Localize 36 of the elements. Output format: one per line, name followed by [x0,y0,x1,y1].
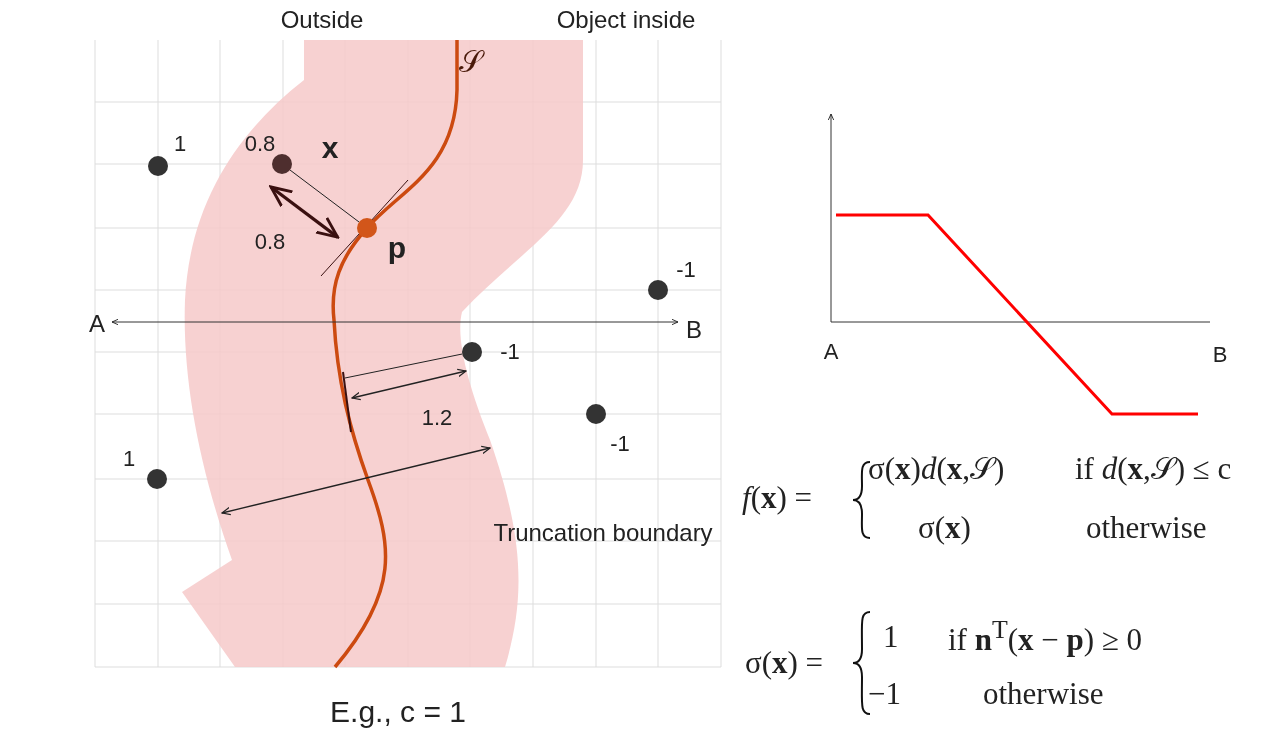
value-label: -1 [610,433,630,455]
value-label: -1 [676,259,696,281]
formula-text: σ(x) = [745,646,824,678]
point-label: p [387,233,407,263]
formula-text: σ(x)d(x,𝒮) [868,452,1005,484]
formula-text: otherwise [1086,511,1207,543]
data-point [148,156,168,176]
formula-text: f(x) = [742,481,812,513]
heading: Object inside [556,8,696,32]
data-point [462,342,482,362]
axis-label: A [89,312,105,336]
formula-text: if n$^{T}$(x − p) ≥ 0 [948,617,1143,655]
data-point [147,469,167,489]
annotation: Truncation boundary [493,521,713,545]
axis-label: A [823,341,839,363]
value-label: 1 [122,448,136,470]
value-label: 0.8 [254,231,286,253]
heading: Outside [280,8,364,32]
data-point [648,280,668,300]
formula-text: if d(x,𝒮) ≤ c [1075,452,1232,484]
connector-line [344,353,463,379]
data-point [586,404,606,424]
value-label: 0.8 [244,133,276,155]
connector-line [269,185,340,239]
point-label: x [321,133,339,163]
axis-label: B [1212,344,1228,366]
value-label: 1 [173,133,187,155]
caption: E.g., c = 1 [330,697,466,727]
value-label: 1.2 [421,407,453,429]
connector-line [289,169,360,223]
formula-text: otherwise [983,677,1104,709]
formula-text: σ(x) [918,511,971,543]
axis-label: B [686,318,702,342]
formula-text: −1 [868,677,901,709]
value-label: -1 [500,341,520,363]
formula-text: 1 [883,620,899,652]
